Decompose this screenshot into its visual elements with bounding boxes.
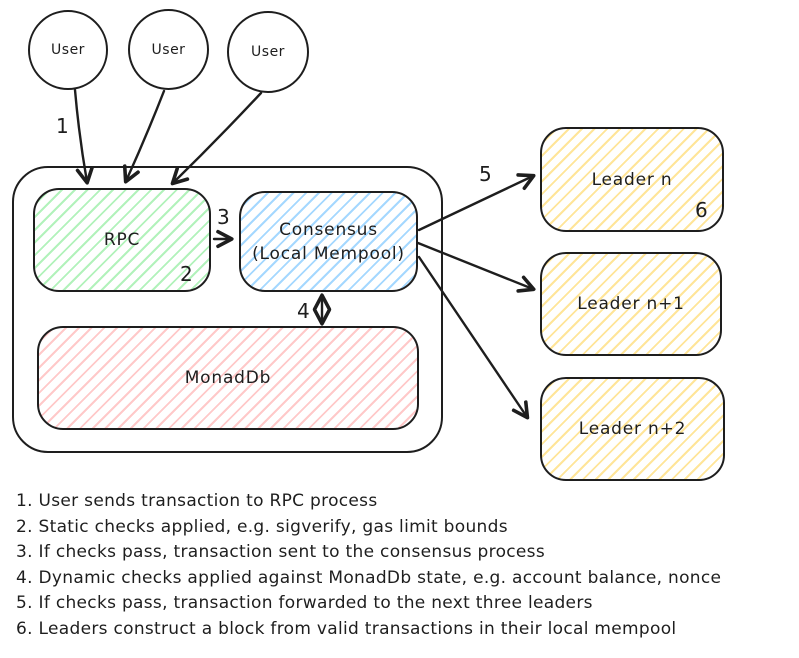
monaddb-node-label: MonadDb	[184, 368, 272, 388]
legend-note-2: 2. Static checks applied, e.g. sigverify…	[16, 516, 508, 537]
legend-notes: 1. User sends transaction to RPC process…	[16, 489, 791, 642]
legend-note-1: 1. User sends transaction to RPC process	[16, 491, 378, 511]
user-node-1: User	[28, 10, 108, 90]
legend-note-5: 5. If checks pass, transaction forwarded…	[16, 593, 593, 613]
step-marker-3: 3	[217, 205, 231, 229]
step-marker-2: 2	[180, 262, 194, 286]
user-node-3-label: User	[251, 44, 285, 60]
leader-n1-node: Leader n+1	[540, 252, 722, 356]
leader-n2-node-label: Leader n+2	[578, 419, 687, 439]
step-marker-4: 4	[297, 299, 311, 323]
step-marker-6: 6	[695, 198, 709, 222]
monaddb-node: MonadDb	[37, 326, 419, 430]
leader-n1-node-label: Leader n+1	[577, 294, 685, 314]
leader-n-node-label: Leader n	[591, 169, 673, 190]
leader-n-node: Leader n	[540, 127, 724, 232]
legend-note-6: 6. Leaders construct a block from valid …	[16, 618, 677, 639]
consensus-node-label: Consensus (Local Mempool)	[252, 219, 405, 264]
leader-n2-node: Leader n+2	[540, 377, 725, 481]
user-node-1-label: User	[51, 42, 85, 58]
rpc-node: RPC	[33, 188, 211, 292]
consensus-node: Consensus (Local Mempool)	[239, 191, 418, 292]
user-node-2: User	[128, 9, 209, 90]
legend-note-4: 4. Dynamic checks applied against MonadD…	[16, 567, 722, 588]
step-marker-1: 1	[56, 114, 70, 138]
user-node-3: User	[227, 11, 309, 93]
user-node-2-label: User	[151, 41, 186, 58]
legend-note-3: 3. If checks pass, transaction sent to t…	[16, 542, 545, 562]
rpc-node-label: RPC	[103, 230, 141, 250]
step-marker-5: 5	[479, 162, 493, 186]
